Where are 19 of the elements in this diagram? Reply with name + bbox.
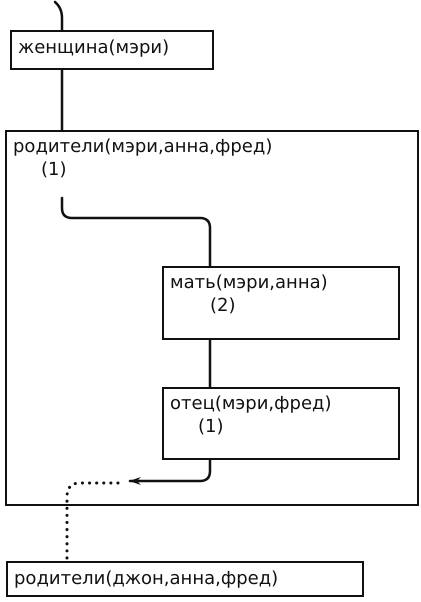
process-box <box>6 561 364 597</box>
node-title: родители(мэри,анна,фред) <box>13 136 272 158</box>
node-count: (1) <box>198 415 224 439</box>
connector-line <box>60 196 212 268</box>
process-box <box>162 387 400 460</box>
process-box <box>10 30 214 70</box>
node-title: отец(мэри,фред) <box>170 393 332 415</box>
group-box <box>5 130 419 506</box>
node-title: мать(мэри,анна) <box>170 272 328 294</box>
arrow <box>128 458 212 485</box>
node-count: (2) <box>210 294 236 318</box>
node-title: родители(джон,анна,фред) <box>14 568 278 590</box>
connector-line <box>208 338 212 388</box>
node-title: женщина(мэри) <box>18 37 170 59</box>
node-count: (1) <box>41 158 66 182</box>
dotted-connector <box>66 482 120 562</box>
process-box <box>162 266 400 340</box>
connector-line <box>60 68 64 132</box>
connector-line <box>54 0 64 32</box>
